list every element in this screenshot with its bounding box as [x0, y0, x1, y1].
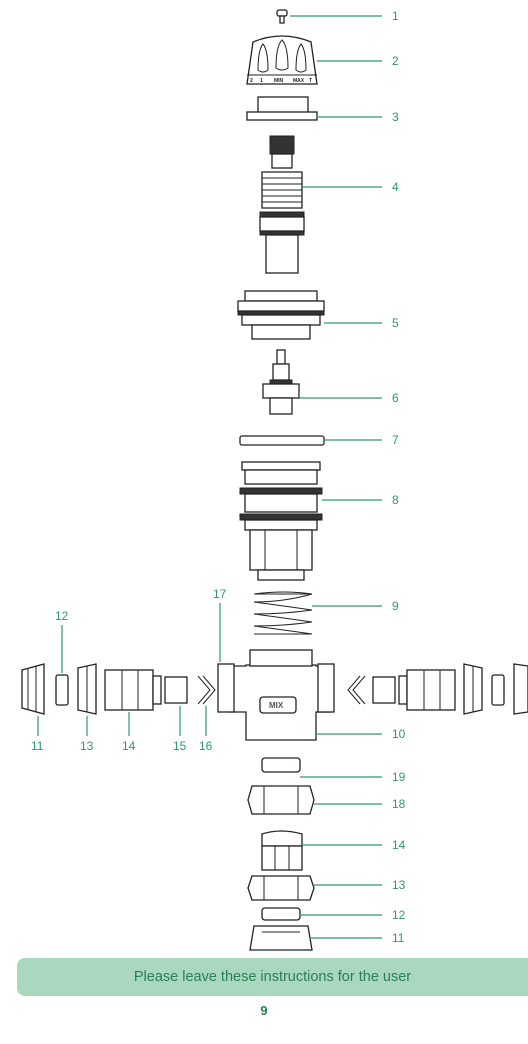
leader-lines: [37, 15, 382, 939]
part-5-housing: [237, 290, 325, 340]
label-12-left: 12: [55, 609, 69, 623]
bottom-fittings: [247, 757, 315, 951]
callout-2: 2: [392, 54, 399, 68]
label-16: 16: [199, 739, 213, 753]
callout-numbers: 1 2 3 4 5 6 7 8 9 10 19 18 14 13 12 11: [392, 9, 406, 945]
callout-9: 9: [392, 599, 399, 613]
callout-19: 19: [392, 770, 406, 784]
knob-scale-2: 2: [250, 78, 253, 84]
part-9-spring: [253, 591, 313, 635]
label-13: 13: [80, 739, 94, 753]
knob-scale-max: MAX: [293, 78, 305, 84]
callout-18: 18: [392, 797, 406, 811]
callout-3: 3: [392, 110, 399, 124]
knob-scale-1: 1: [260, 78, 263, 84]
part-7-washer: [239, 435, 325, 446]
callout-1: 1: [392, 9, 399, 23]
part-2-knob: 2 1 MIN MAX T: [246, 35, 318, 85]
callout-14: 14: [392, 838, 406, 852]
page-number: 9: [260, 1003, 268, 1018]
callout-8: 8: [392, 493, 399, 507]
callout-13: 13: [392, 878, 406, 892]
part-8-thermostat-cage: [239, 461, 323, 581]
left-fittings: [21, 663, 216, 715]
user-instructions-banner: Please leave these instructions for the …: [17, 958, 528, 996]
part-10-body: MIX: [217, 649, 335, 741]
label-14: 14: [122, 739, 136, 753]
callout-4: 4: [392, 180, 399, 194]
label-17: 17: [213, 587, 227, 601]
part-3-cap-ring: [246, 96, 318, 121]
bottom-labels: 11 13 14 15 16 12 17: [31, 587, 227, 753]
label-15: 15: [173, 739, 187, 753]
part-1-screw: [276, 9, 288, 24]
right-fittings: [347, 663, 528, 715]
callout-7: 7: [392, 433, 399, 447]
label-11: 11: [31, 739, 44, 753]
callout-6: 6: [392, 391, 399, 405]
notice-text: Please leave these instructions for the …: [133, 969, 412, 985]
part-6-cartridge: [262, 349, 300, 415]
callout-10: 10: [392, 727, 406, 741]
callout-12: 12: [392, 908, 406, 922]
callout-11: 11: [392, 931, 405, 945]
callout-5: 5: [392, 316, 399, 330]
body-mix-mark: MIX: [269, 701, 284, 710]
knob-scale-t: T: [309, 78, 312, 84]
part-4-spindle: [259, 135, 305, 274]
knob-scale-min: MIN: [274, 78, 284, 84]
